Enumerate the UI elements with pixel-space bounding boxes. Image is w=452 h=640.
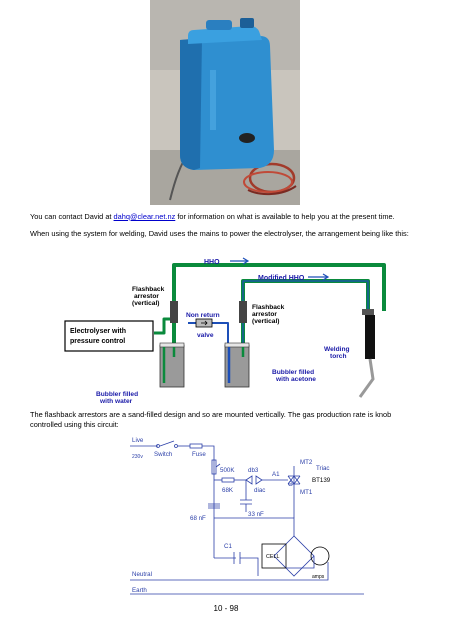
bubbler-water-line2: with water xyxy=(99,398,133,405)
contact-paragraph: You can contact David at dahq@clear.net.… xyxy=(30,212,424,222)
neutral-label: Neutral xyxy=(132,571,152,578)
cell-label: CELL xyxy=(266,554,280,560)
svg-text:Electrolyser with pressure: Electrolyser with pressure control xyxy=(70,328,128,345)
electrolyser-feed-pipe xyxy=(154,317,172,335)
flashback-left-line1: Flashback xyxy=(132,286,165,293)
diac-name-label: db3 xyxy=(248,467,259,474)
voltage-label: 230v xyxy=(132,454,143,460)
welding-arrangement-diagram: HHO Modified HHO Flashback arrestor (ver… xyxy=(64,257,386,405)
flashback-arrestor-right xyxy=(239,301,247,323)
flashback-right-line2: arrestor xyxy=(252,311,277,318)
welding-torch-line2: torch xyxy=(330,353,346,360)
bubbler-acetone-line1: Bubbler filled xyxy=(272,369,314,376)
welding-torch-nozzle xyxy=(358,358,375,398)
flashback-arrestor-left xyxy=(170,301,178,323)
welding-paragraph: When using the system for welding, David… xyxy=(30,229,409,238)
svg-text:Bubbler filled with aceton: Bubbler filled with acetone xyxy=(272,369,316,383)
welding-torch-handle xyxy=(362,309,374,315)
c1-label: C1 xyxy=(224,543,232,550)
live-label: Live xyxy=(132,437,144,444)
arrestor-paragraph: The flashback arrestors are a sand-fille… xyxy=(30,410,392,429)
g-label: G xyxy=(288,481,293,488)
flashback-right-line3: (vertical) xyxy=(252,318,280,325)
electrolyser-line2: pressure control xyxy=(70,338,125,345)
electrolyser-box xyxy=(64,320,154,352)
bubbler-water-line1: Bubbler filled xyxy=(96,391,138,398)
contact-prefix: You can contact David at xyxy=(30,212,114,221)
svg-text:Non return valve: Non return valve xyxy=(186,312,222,339)
bubbler-acetone-line2: with acetone xyxy=(275,376,316,383)
flashback-right-line1: Flashback xyxy=(252,304,285,311)
contact-email-link[interactable]: dahq@clear.net.nz xyxy=(113,212,176,221)
mt2-label: MT2 xyxy=(300,459,313,466)
svg-text:Bubbler filled with water: Bubbler filled with water xyxy=(96,391,140,405)
control-circuit-diagram: Live 230v Switch Fuse 500K 68K 68 nF 33 … xyxy=(130,437,364,595)
non-return-line1: Non return xyxy=(186,312,220,319)
modified-hho-label: Modified HHO xyxy=(258,275,305,282)
resistor-label: 68K xyxy=(222,487,234,494)
a1-label: A1 xyxy=(272,471,280,478)
electrolyser-photo xyxy=(150,0,300,205)
svg-text:Welding torch: Welding torch xyxy=(324,346,351,360)
flashback-left-line2: arrestor xyxy=(134,293,159,300)
hho-label: HHO xyxy=(204,259,220,266)
svg-text:Flashback arrestor (ve: Flashback arrestor (vertical) xyxy=(252,304,286,325)
diac-label: diac xyxy=(254,487,265,494)
amps-label: amps xyxy=(312,574,325,580)
welding-torch-line1: Welding xyxy=(324,346,350,353)
page-number: 10 - 98 xyxy=(213,604,239,613)
triac-label: Triac xyxy=(316,465,330,472)
electrolyser-line1: Electrolyser with xyxy=(70,328,126,335)
contact-suffix: for information on what is available to … xyxy=(175,212,395,221)
non-return-line2: valve xyxy=(197,332,214,339)
svg-text:Flashback arrestor (ve: Flashback arrestor (vertical) xyxy=(132,286,166,307)
flashback-left-line3: (vertical) xyxy=(132,300,160,307)
fuse-label: Fuse xyxy=(192,451,206,458)
welding-torch-body xyxy=(365,315,375,359)
cap1-label: 68 nF xyxy=(190,515,206,522)
switch-label: Switch xyxy=(154,451,173,458)
pot-label: 500K xyxy=(220,467,235,474)
mt1-label: MT1 xyxy=(300,489,313,496)
cap2-label: 33 nF xyxy=(248,511,264,518)
triac-part-label: BT139 xyxy=(312,477,331,484)
earth-label: Earth xyxy=(132,587,147,594)
